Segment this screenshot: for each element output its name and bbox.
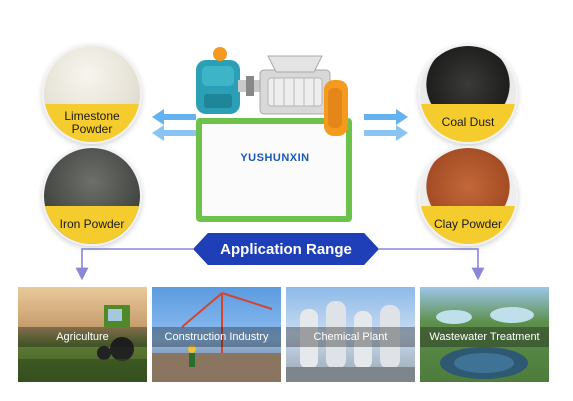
- treatment-pools-icon: [436, 307, 534, 379]
- chemical-plant-label: Chemical Plant: [313, 331, 388, 343]
- crane-icon: [152, 292, 281, 382]
- limestone-powder-label: Limestone Powder: [64, 108, 120, 136]
- application-range-banner: Application Range: [193, 233, 379, 265]
- wastewater-treatment-tile: Wastewater Treatment: [420, 287, 549, 382]
- application-range-title: Application Range: [220, 240, 352, 258]
- wastewater-treatment-label: Wastewater Treatment: [429, 331, 540, 343]
- construction-industry-tile: Construction Industry: [152, 287, 281, 382]
- clay-powder-label: Clay Powder: [433, 217, 503, 232]
- left-flow-arrows: [152, 109, 196, 141]
- coal-dust-label: Coal Dust: [441, 115, 495, 130]
- coal-dust-circle: Coal Dust: [418, 44, 518, 144]
- agriculture-tile: Agriculture: [18, 287, 147, 382]
- agriculture-label: Agriculture: [56, 331, 109, 343]
- granulator-machine-body: [196, 118, 352, 222]
- iron-powder-label: Iron Powder: [59, 217, 125, 232]
- machine-brand-text: YUSHUNXIN: [240, 152, 310, 164]
- granulator-machine-top: [196, 47, 348, 136]
- construction-industry-label: Construction Industry: [164, 331, 269, 343]
- right-flow-arrows: [364, 109, 408, 141]
- chemical-plant-tile: Chemical Plant: [286, 287, 415, 382]
- iron-powder-circle: Iron Powder: [42, 146, 142, 246]
- limestone-powder-circle: Limestone Powder: [42, 44, 142, 144]
- clay-powder-circle: Clay Powder: [418, 146, 518, 246]
- tractor-icon: [18, 305, 147, 382]
- tanks-icon: [286, 301, 415, 382]
